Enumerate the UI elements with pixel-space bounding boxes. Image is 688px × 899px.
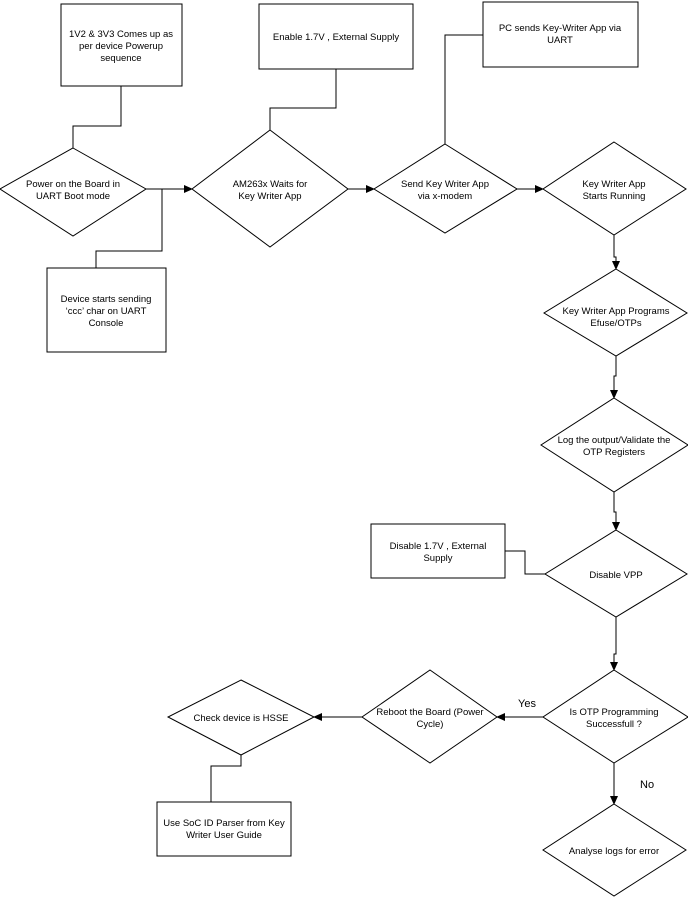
- decision-disable-vpp-line-1: Disable VPP: [589, 570, 642, 581]
- connector-socid-to-checkhsse: [210, 755, 242, 802]
- decision-power-on-line-1: Power on the Board in: [26, 179, 120, 190]
- connector-pcsends-to-send: [444, 34, 483, 144]
- decision-send-app-line-1: Send Key Writer App: [401, 179, 489, 190]
- box-pc-sends-line-2: UART: [547, 35, 573, 46]
- arrow-starts-to-programs: [612, 235, 620, 270]
- decision-check-hsse: Check device is HSSE: [166, 679, 316, 756]
- box-ccc-char-line-3: Console: [89, 318, 124, 329]
- box-power-sequence-line-2: per device Powerup: [79, 41, 163, 52]
- box-disable-supply: Disable 1.7V , External Supply: [370, 523, 506, 579]
- decision-waits-for-app: AM263x Waits for Key Writer App: [191, 129, 349, 248]
- decision-waits-for-app-line-2: Key Writer App: [238, 191, 301, 202]
- box-disable-supply-line-1: Disable 1.7V , External: [390, 541, 487, 552]
- box-soc-id-parser: Use SoC ID Parser from Key Writer User G…: [156, 801, 292, 857]
- arrow-log-to-disablevpp: [612, 492, 620, 531]
- box-power-sequence-line-1: 1V2 & 3V3 Comes up as: [69, 29, 173, 40]
- box-ccc-char-line-1: Device starts sending: [61, 294, 152, 305]
- decision-analyse-logs-line-1: Analyse logs for error: [569, 846, 659, 857]
- box-power-sequence: 1V2 & 3V3 Comes up as per device Powerup…: [60, 3, 183, 87]
- connector-powerseq-to-poweron: [72, 86, 122, 148]
- box-disable-supply-line-2: Supply: [423, 553, 452, 564]
- decision-send-app: Send Key Writer App via x-modem: [373, 143, 518, 234]
- decision-otp-success: Is OTP Programming Successfull ?: [542, 669, 688, 764]
- decision-send-app-line-2: via x-modem: [418, 191, 472, 202]
- decision-log-validate-line-1: Log the output/Validate the: [558, 435, 671, 446]
- connector-disablesupply-to-disablevpp: [505, 550, 545, 575]
- decision-log-validate-line-2: OTP Registers: [583, 447, 645, 458]
- decision-waits-for-app-line-1: AM263x Waits for: [233, 179, 308, 190]
- box-ccc-char: Device starts sending ‘ccc’ char on UART…: [46, 267, 167, 353]
- decision-app-starts-line-2: Starts Running: [583, 191, 646, 202]
- decision-disable-vpp: Disable VPP: [544, 529, 688, 618]
- decision-reboot-board-line-1: Reboot the Board (Power: [376, 707, 483, 718]
- connector-enable-to-waits: [269, 69, 337, 130]
- arrow-programs-to-log: [610, 356, 618, 399]
- decision-reboot-board-line-2: Cycle): [417, 719, 444, 730]
- decision-check-hsse-line-1: Check device is HSSE: [193, 713, 288, 724]
- decision-otp-success-line-2: Successfull ?: [586, 719, 642, 730]
- decision-app-programs-line-1: Key Writer App Programs: [562, 306, 669, 317]
- box-pc-sends: PC sends Key-Writer App via UART: [482, 1, 639, 68]
- decision-otp-success-line-1: Is OTP Programming: [569, 707, 658, 718]
- box-power-sequence-line-3: sequence: [100, 53, 141, 64]
- box-enable-supply: Enable 1.7V , External Supply: [258, 3, 414, 70]
- edge-label-yes: Yes: [518, 698, 536, 710]
- box-pc-sends-line-1: PC sends Key-Writer App via: [499, 23, 622, 34]
- decision-app-programs: Key Writer App Programs Efuse/OTPs: [543, 268, 688, 357]
- arrow-disablevpp-to-otpsuccess: [610, 617, 618, 671]
- decision-power-on: Power on the Board in UART Boot mode: [0, 147, 147, 237]
- decision-app-starts-line-1: Key Writer App: [582, 179, 645, 190]
- decision-reboot-board: Reboot the Board (Power Cycle): [361, 669, 498, 764]
- decision-log-validate: Log the output/Validate the OTP Register…: [540, 397, 688, 493]
- box-soc-id-parser-line-2: Writer User Guide: [186, 830, 262, 841]
- decision-analyse-logs: Analyse logs for error: [542, 803, 687, 897]
- decision-power-on-line-2: UART Boot mode: [36, 191, 110, 202]
- box-ccc-char-line-2: ‘ccc’ char on UART: [66, 306, 147, 317]
- edge-label-no: No: [640, 779, 654, 791]
- box-enable-supply-line-1: Enable 1.7V , External Supply: [273, 32, 399, 43]
- connector-ccc-to-poweron: [95, 189, 163, 268]
- decision-app-programs-line-2: Efuse/OTPs: [590, 318, 641, 329]
- decision-app-starts: Key Writer App Starts Running: [542, 141, 687, 236]
- box-soc-id-parser-line-1: Use SoC ID Parser from Key: [163, 818, 285, 829]
